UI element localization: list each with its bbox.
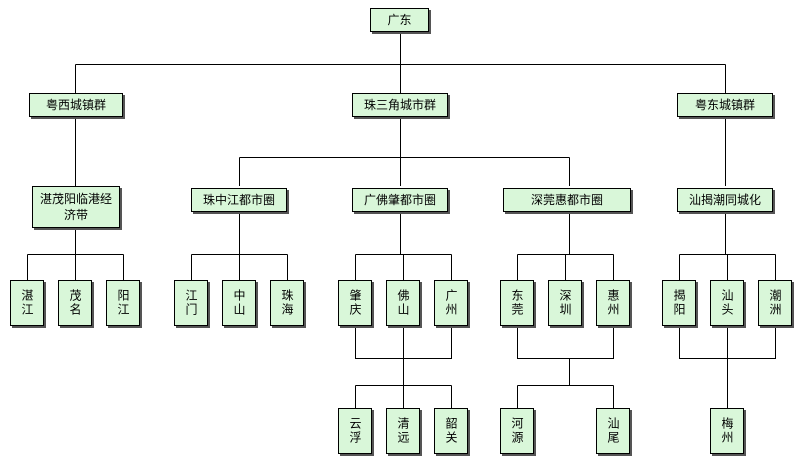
node-zhuzhongjiang: 珠中江都市圈 — [191, 188, 287, 212]
node-west-region: 粤西城镇群 — [29, 93, 123, 117]
node-dongguan: 东莞 — [500, 280, 534, 326]
node-maoming: 茂名 — [58, 280, 92, 326]
node-huizhou: 惠州 — [596, 280, 630, 326]
node-foshan: 佛山 — [386, 280, 420, 326]
node-zhanjiang: 湛江 — [10, 280, 44, 326]
node-meizhou: 梅州 — [710, 408, 744, 454]
node-shenzhen: 深圳 — [548, 280, 582, 326]
node-zhanmao-belt: 湛茂阳临港经济带 — [32, 186, 120, 228]
node-east-region: 粤东城镇群 — [677, 93, 773, 117]
node-jiangmen: 江门 — [174, 280, 208, 326]
node-heyuan: 河源 — [500, 408, 534, 454]
node-shaoguan: 韶关 — [434, 408, 468, 454]
node-yangjiang: 阳江 — [106, 280, 140, 326]
node-prd-region: 珠三角城市群 — [352, 93, 448, 117]
node-yunfu: 云浮 — [338, 408, 372, 454]
node-jieyang: 揭阳 — [662, 280, 696, 326]
node-guangzhou: 广州 — [434, 280, 468, 326]
node-shanwei: 汕尾 — [596, 408, 630, 454]
node-guangfozhao: 广佛肇都市圈 — [352, 188, 448, 212]
node-zhuhai: 珠海 — [270, 280, 304, 326]
node-qingyuan: 清远 — [386, 408, 420, 454]
node-shantou: 汕头 — [710, 280, 744, 326]
node-zhaoqing: 肇庆 — [338, 280, 372, 326]
node-zhongshan: 中山 — [222, 280, 256, 326]
node-shenguanhui: 深莞惠都市圈 — [503, 188, 631, 212]
node-guangdong: 广东 — [370, 8, 429, 32]
node-chaozhou: 潮洲 — [758, 280, 792, 326]
node-shantou-tongcheng: 汕揭潮同城化 — [677, 188, 773, 212]
